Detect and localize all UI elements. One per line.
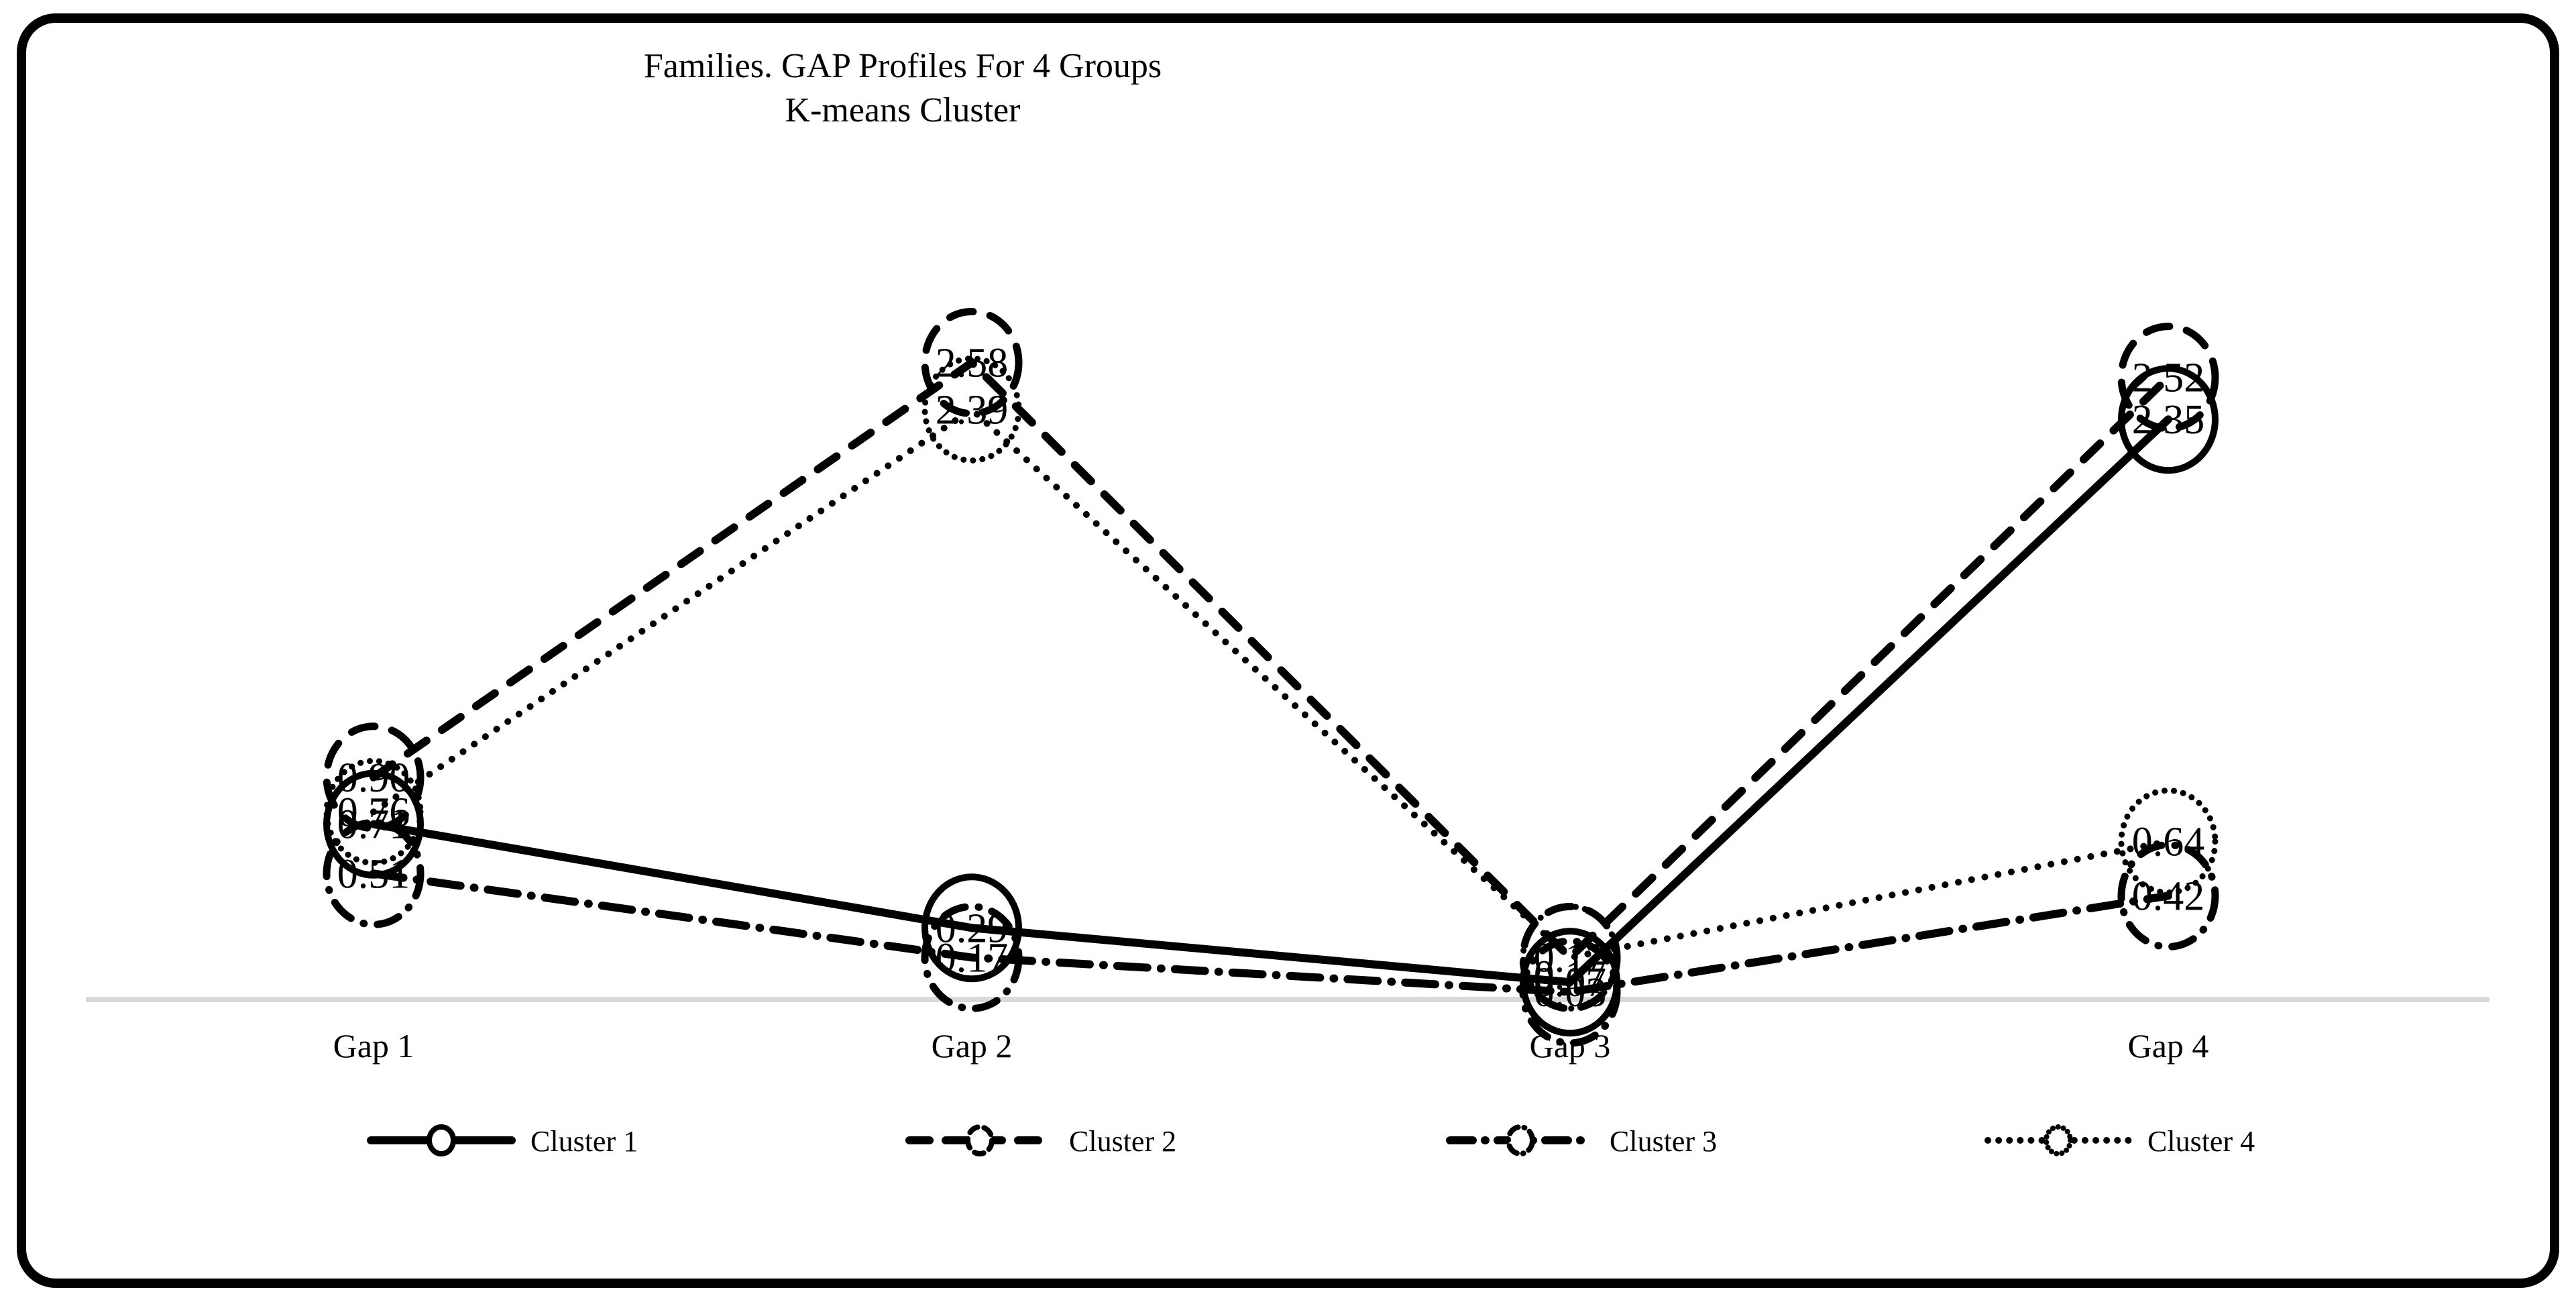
data-label-cluster-2-gap-2: 2.58 (936, 341, 1009, 386)
data-point-marker-cluster-3-gap-4 (2117, 840, 2219, 951)
series-line-cluster-3 (370, 869, 2172, 996)
legend-marker-icon (427, 1124, 456, 1156)
x-axis-label-gap-2: Gap 2 (932, 1027, 1013, 1065)
series-line-cluster-1 (370, 415, 2172, 987)
legend-marker-icon (965, 1124, 995, 1156)
legend-marker-icon (1506, 1124, 1535, 1156)
data-point-marker-cluster-2-gap-4 (2117, 323, 2219, 433)
data-label-cluster-2-gap-4: 2.52 (2132, 356, 2205, 401)
data-label-cluster-3-gap-1: 0.51 (337, 851, 410, 897)
data-point-marker-cluster-1-gap-2 (921, 873, 1022, 983)
data-point-marker-cluster-1-gap-4 (2118, 365, 2219, 474)
chart-title-line2: K-means Cluster (785, 91, 1021, 129)
legend-marker-icon (2043, 1124, 2073, 1156)
series-line-cluster-4 (370, 405, 2172, 961)
legend-item-cluster-4: Cluster 4 (1984, 1124, 2255, 1158)
data-label-cluster-4-gap-4: 0.64 (2132, 819, 2205, 865)
x-axis-label-gap-4: Gap 4 (2128, 1027, 2209, 1065)
legend-label: Cluster 3 (1610, 1125, 1717, 1158)
chart-title-line1: Families. GAP Profiles For 4 Groups (643, 47, 1162, 85)
data-label-cluster-4-gap-3: 0.17 (1534, 953, 1607, 998)
data-label-cluster-1-gap-3: 0.07 (1534, 960, 1607, 1006)
data-label-cluster-3-gap-4: 0.42 (2132, 873, 2205, 919)
data-point-marker-cluster-3-gap-1 (323, 818, 425, 928)
legend-item-cluster-3: Cluster 3 (1446, 1124, 1717, 1158)
data-label-cluster-1-gap-1: 0.71 (337, 802, 410, 848)
data-markers-group (323, 308, 2219, 1047)
data-point-marker-cluster-4-gap-2 (921, 355, 1022, 464)
data-label-cluster-4-gap-2: 2.39 (936, 387, 1009, 433)
data-point-marker-cluster-1-gap-1 (323, 769, 424, 879)
data-label-cluster-3-gap-3: 0.03 (1534, 970, 1607, 1016)
legend-group: Cluster 1 Cluster 2 Cluster 3 Cluster 4 (367, 1124, 2255, 1158)
data-point-marker-cluster-3-gap-2 (921, 902, 1023, 1012)
chart-title: Families. GAP Profiles For 4 Groups K-me… (644, 44, 1162, 133)
data-label-cluster-3-gap-2: 0.17 (936, 935, 1009, 981)
data-label-cluster-2-gap-1: 0.90 (337, 755, 410, 801)
data-label-cluster-2-gap-3: 0.17 (1534, 935, 1607, 981)
legend-item-cluster-2: Cluster 2 (905, 1124, 1176, 1158)
x-axis-label-gap-3: Gap 3 (1530, 1027, 1611, 1065)
x-axis-label-gap-1: Gap 1 (333, 1027, 414, 1065)
data-label-cluster-1-gap-2: 0.29 (936, 906, 1009, 951)
data-point-marker-cluster-4-gap-4 (2118, 787, 2219, 896)
series-lines-group (370, 357, 2172, 996)
data-label-cluster-4-gap-1: 0.76 (337, 790, 410, 835)
data-label-cluster-1-gap-4: 2.35 (2132, 397, 2205, 443)
legend-label: Cluster 1 (530, 1125, 638, 1158)
x-axis-labels-group: Gap 1 Gap 2 Gap 3 Gap 4 (333, 1027, 2209, 1065)
data-point-marker-cluster-4-gap-3 (1520, 903, 1620, 1012)
data-labels-group: 0.71 0.29 0.07 2.35 0.90 2.58 0.17 2.52 0.51 0.17… (337, 341, 2205, 1016)
legend-label: Cluster 4 (2147, 1125, 2255, 1158)
legend-item-cluster-1: Cluster 1 (367, 1124, 638, 1158)
data-point-marker-cluster-2-gap-1 (323, 722, 425, 832)
data-point-marker-cluster-2-gap-2 (921, 308, 1023, 418)
data-point-marker-cluster-1-gap-3 (1520, 928, 1620, 1037)
legend-label: Cluster 2 (1069, 1125, 1176, 1158)
